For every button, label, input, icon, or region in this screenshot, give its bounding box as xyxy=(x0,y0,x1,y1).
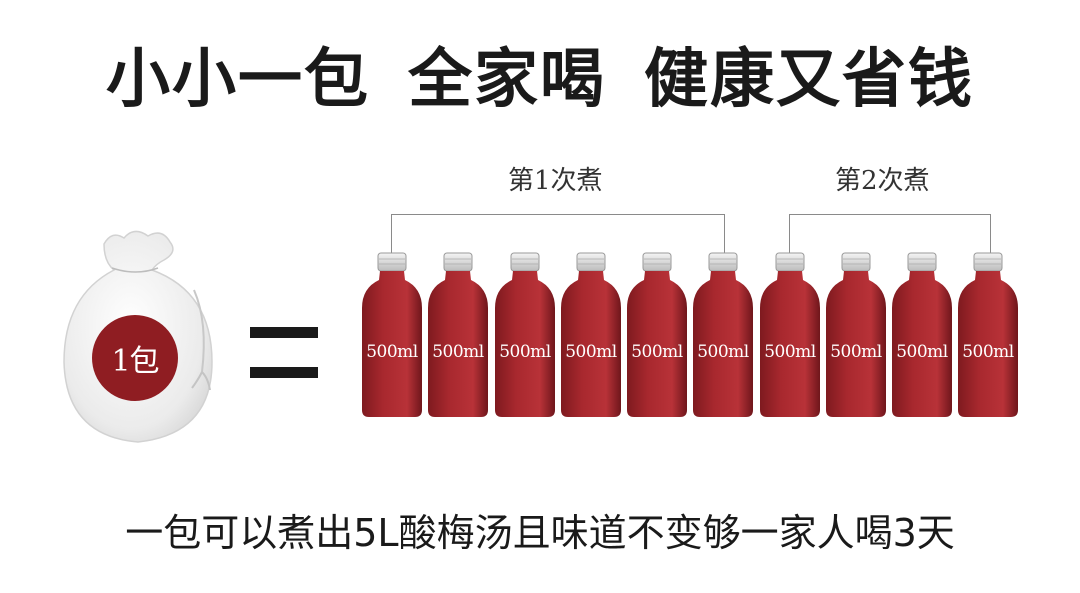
bottle-icon xyxy=(495,252,555,417)
equals-sign-top xyxy=(250,327,318,338)
bottle-icon xyxy=(760,252,820,417)
group-1-label: 第1次煮 xyxy=(508,166,603,196)
bottle-volume-label: 500ml xyxy=(565,342,617,362)
headline: 小小一包全家喝健康又省钱 xyxy=(0,28,1080,120)
bottle-icon xyxy=(561,252,621,417)
bottle-volume-label: 500ml xyxy=(697,342,749,362)
bottle-icon xyxy=(428,252,488,417)
bottle-7: 500ml xyxy=(759,252,821,418)
headline-part-3: 健康又省钱 xyxy=(644,43,974,117)
bottle-4: 500ml xyxy=(560,252,622,418)
bag-count-badge: 1包 xyxy=(92,315,178,401)
bottle-1: 500ml xyxy=(361,252,423,418)
bottle-3: 500ml xyxy=(494,252,556,418)
caption: 一包可以煮出5L酸梅汤且味道不变够一家人喝3天 xyxy=(125,511,955,555)
bottle-volume-label: 500ml xyxy=(631,342,683,362)
bottle-8: 500ml xyxy=(825,252,887,418)
bottle-volume-label: 500ml xyxy=(896,342,948,362)
bottle-volume-label: 500ml xyxy=(830,342,882,362)
bottle-10: 500ml xyxy=(957,252,1019,418)
tea-bag: 1包 xyxy=(52,222,222,452)
bottle-volume-label: 500ml xyxy=(499,342,551,362)
bottle-5: 500ml xyxy=(626,252,688,418)
bottle-2: 500ml xyxy=(427,252,489,418)
bottle-icon xyxy=(826,252,886,417)
bottle-volume-label: 500ml xyxy=(432,342,484,362)
headline-part-1: 小小一包 xyxy=(106,43,370,117)
bottle-volume-label: 500ml xyxy=(962,342,1014,362)
bottle-volume-label: 500ml xyxy=(366,342,418,362)
bottle-icon xyxy=(627,252,687,417)
equals-sign-bottom xyxy=(250,367,318,378)
group-2-bracket xyxy=(789,214,991,253)
bottle-6: 500ml xyxy=(692,252,754,418)
bottle-icon xyxy=(892,252,952,417)
group-2-label: 第2次煮 xyxy=(835,166,930,196)
bottle-icon xyxy=(958,252,1018,417)
headline-part-2: 全家喝 xyxy=(408,43,606,117)
bottle-volume-label: 500ml xyxy=(764,342,816,362)
bottle-9: 500ml xyxy=(891,252,953,418)
bottle-icon xyxy=(693,252,753,417)
bottle-icon xyxy=(362,252,422,417)
group-1-bracket xyxy=(391,214,725,253)
